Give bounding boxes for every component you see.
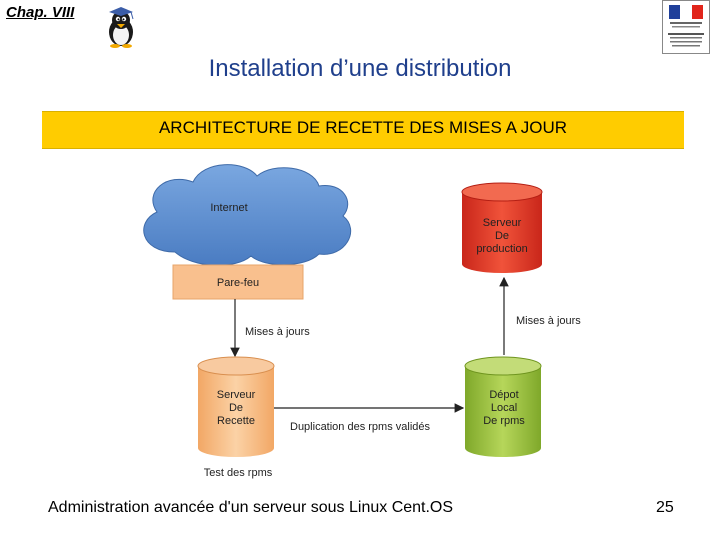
internet-label: Internet <box>210 202 247 214</box>
internet-cloud <box>143 164 352 266</box>
production-label-3: production <box>476 243 527 255</box>
depot-label-1: Dépot <box>489 389 518 401</box>
footer-text: Administration avancée d'un serveur sous… <box>48 499 454 516</box>
depot-label-2: Local <box>491 402 517 414</box>
recette-server-cylinder <box>197 356 275 457</box>
firewall-box <box>172 264 304 300</box>
duplication-label: Duplication des rpms validés <box>290 421 431 433</box>
updates-left-label: Mises à jours <box>245 326 310 338</box>
page-title: Installation d’une distribution <box>208 55 512 82</box>
recette-label-2: De <box>229 402 243 414</box>
page-number: 25 <box>656 499 674 516</box>
production-label-1: Serveur <box>483 217 522 229</box>
test-rpms-label: Test des rpms <box>204 467 273 479</box>
firewall-label: Pare-feu <box>217 277 259 289</box>
chapter-label: Chap. VIII <box>6 4 75 21</box>
recette-label-3: Recette <box>217 415 255 427</box>
production-label-2: De <box>495 230 509 242</box>
depot-cylinder <box>464 356 542 457</box>
production-server-cylinder <box>461 182 543 273</box>
republique-francaise-logo <box>662 0 710 54</box>
architecture-diagram: Internet Pare-feu Mises à jours Serveur … <box>143 164 581 479</box>
updates-right-label: Mises à jours <box>516 315 581 327</box>
section-banner-text: ARCHITECTURE DE RECETTE DES MISES A JOUR <box>158 118 568 137</box>
depot-label-3: De rpms <box>483 415 525 427</box>
section-banner <box>42 111 684 149</box>
recette-label-1: Serveur <box>217 389 256 401</box>
penguin-mascot-icon <box>109 7 134 48</box>
